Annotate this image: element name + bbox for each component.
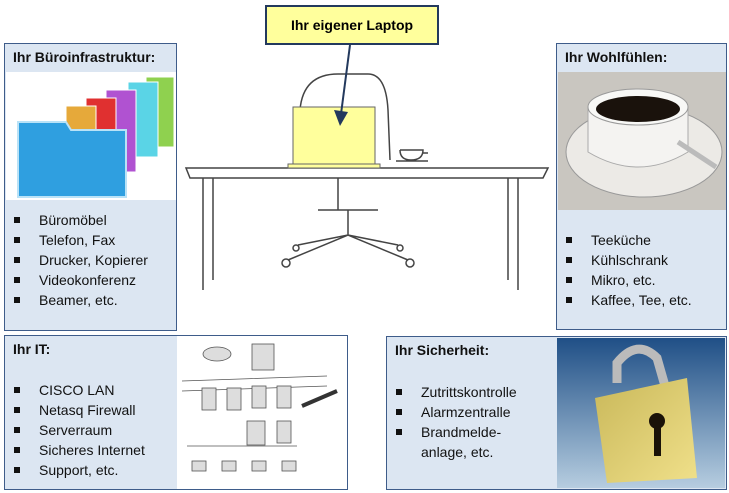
list-item: CISCO LAN [5, 380, 145, 400]
list-item: Kaffee, Tee, etc. [557, 290, 692, 310]
security-title: Ihr Sicherheit: [395, 342, 490, 358]
list-item: Mikro, etc. [557, 270, 692, 290]
list-item: Sicheres Internet [5, 440, 145, 460]
security-panel: Ihr Sicherheit: Zutrittskontrolle Alarmz… [386, 336, 727, 490]
padlock-image [557, 338, 725, 488]
wellbeing-title: Ihr Wohlfühlen: [565, 49, 668, 65]
list-item: Support, etc. [5, 460, 145, 480]
desk-illustration [184, 73, 550, 290]
it-title: Ihr IT: [13, 341, 51, 357]
arrow-icon [334, 44, 351, 126]
list-item: Serverraum [5, 420, 145, 440]
office-title: Ihr Büroinfrastruktur: [13, 49, 156, 65]
folders-image [6, 72, 176, 200]
network-diagram-image [177, 336, 347, 489]
list-item: Alarmzentralle [387, 402, 517, 422]
list-item: Teeküche [557, 230, 692, 250]
list-item-continuation: anlage, etc. [421, 444, 494, 460]
list-item: Zutrittskontrolle [387, 382, 517, 402]
list-item: Beamer, etc. [5, 290, 148, 310]
wellbeing-panel: Ihr Wohlfühlen: Teeküche Kühlschrank Mik… [556, 43, 727, 330]
list-item: Kühlschrank [557, 250, 692, 270]
laptop-callout: Ihr eigener Laptop [265, 5, 439, 45]
it-panel: Ihr IT: CISCO LAN Netasq Firewall Server… [4, 335, 348, 490]
list-item: Drucker, Kopierer [5, 250, 148, 270]
office-panel: Ihr Büroinfrastruktur: Büromöbel Telefon… [4, 43, 177, 331]
list-item: Telefon, Fax [5, 230, 148, 250]
list-item: Büromöbel [5, 210, 148, 230]
list-item: Netasq Firewall [5, 400, 145, 420]
list-item: Videokonferenz [5, 270, 148, 290]
laptop-icon [292, 106, 376, 168]
coffee-image [558, 72, 726, 210]
list-item: Brandmelde- [387, 422, 517, 442]
